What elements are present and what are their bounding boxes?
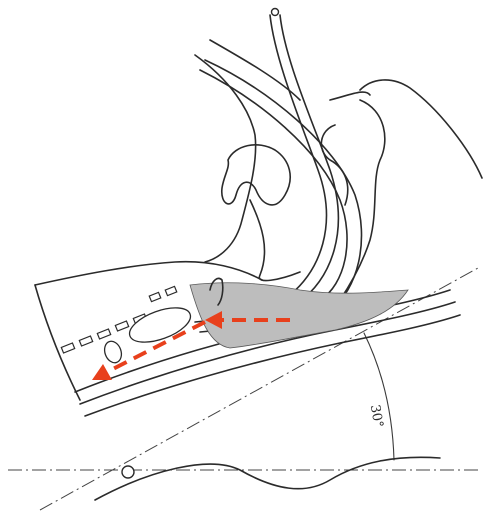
angle-label: 30° (367, 404, 386, 429)
tube-outer-wall (195, 15, 326, 322)
pivot-circle (122, 466, 134, 478)
tube-cuff (125, 301, 195, 349)
tract-upper-wall (35, 262, 262, 285)
nasal-contour (195, 55, 256, 262)
tongue-base (250, 200, 300, 281)
left-boundary (35, 285, 80, 400)
oral-structure-inner (321, 125, 347, 205)
body-lower-contour (95, 457, 440, 500)
tube-end-ring (102, 339, 125, 365)
tube-tip (272, 9, 279, 16)
angle-arc (364, 333, 394, 460)
